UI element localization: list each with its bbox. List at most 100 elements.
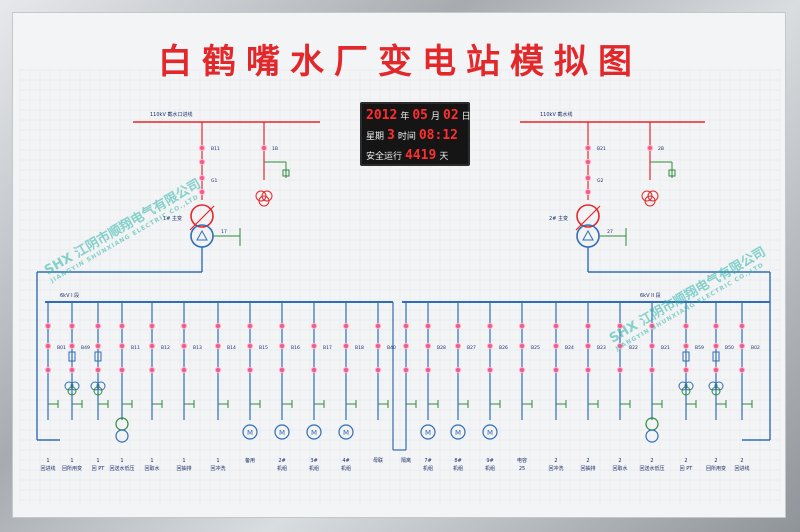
indicator-lamp bbox=[712, 322, 720, 330]
pt-coil-icon bbox=[70, 381, 80, 391]
indicator-lamp bbox=[94, 366, 102, 374]
feeder-id-label: B25 bbox=[531, 345, 540, 351]
left-transformer-label: 1# 主变 bbox=[163, 215, 182, 222]
pt-coil-icon bbox=[714, 381, 724, 391]
feeder-label: 2 bbox=[618, 458, 621, 464]
feeder-id-label: B13 bbox=[193, 345, 202, 351]
motor-symbol: M bbox=[487, 429, 493, 437]
page-title: 白鹤嘴水厂变电站模拟图 bbox=[158, 42, 642, 82]
feeder-id-label: B49 bbox=[81, 345, 90, 351]
indicator-lamp bbox=[486, 342, 494, 350]
feeder-label: 隔离 bbox=[401, 457, 411, 464]
indicator-lamp bbox=[584, 366, 592, 374]
left-tap-changer-arrow bbox=[189, 205, 215, 231]
indicator-lamp bbox=[682, 322, 690, 330]
bus-left-label: 6kV I 段 bbox=[60, 292, 79, 299]
feeder-label: 2 bbox=[586, 458, 589, 464]
indicator-lamp bbox=[552, 366, 560, 374]
right-pt-fuse bbox=[668, 169, 676, 177]
left-transformer-primary-icon bbox=[190, 204, 214, 228]
indicator-lamp bbox=[646, 144, 654, 152]
indicator-lamp bbox=[486, 366, 494, 374]
indicator-lamp bbox=[214, 322, 222, 330]
indicator-lamp bbox=[44, 342, 52, 350]
feeder-id-label: B15 bbox=[259, 345, 268, 351]
indicator-lamp bbox=[616, 366, 624, 374]
indicator-lamp bbox=[44, 322, 52, 330]
indicator-lamp bbox=[518, 342, 526, 350]
left-breaker-bottom-label: G1 bbox=[211, 178, 217, 184]
indicator-lamp bbox=[68, 366, 76, 374]
motor-icon bbox=[482, 424, 498, 440]
indicator-lamp bbox=[584, 342, 592, 350]
motor-symbol: M bbox=[311, 429, 317, 437]
clock-year-unit: 年 bbox=[400, 111, 410, 122]
left-transformer-secondary-icon bbox=[190, 224, 214, 248]
indicator-lamp bbox=[738, 342, 746, 350]
feeder-id-label: B02 bbox=[751, 345, 760, 351]
pt-coil-icon bbox=[93, 386, 103, 396]
indicator-lamp bbox=[712, 366, 720, 374]
pt-coil-icon bbox=[684, 381, 694, 391]
indicator-lamp bbox=[68, 322, 76, 330]
feeder-id-label: B28 bbox=[437, 345, 446, 351]
indicator-lamp bbox=[310, 322, 318, 330]
indicator-lamp bbox=[584, 322, 592, 330]
indicator-lamp bbox=[374, 322, 382, 330]
right-110kv-label: 110kV 截水线 bbox=[540, 111, 572, 118]
motor-icon bbox=[274, 424, 290, 440]
feeder-label: 1 bbox=[46, 458, 49, 464]
indicator-lamp bbox=[424, 342, 432, 350]
clock-safe-label: 安全运行 bbox=[366, 151, 403, 162]
indicator-lamp bbox=[148, 342, 156, 350]
feeder-label: 备用 bbox=[245, 457, 255, 464]
lv-transformer-icon bbox=[115, 429, 129, 443]
feeder-label: 回冲洗 bbox=[548, 465, 563, 472]
pt-coil-icon bbox=[90, 381, 100, 391]
feeder-id-label: B01 bbox=[57, 345, 66, 351]
bus-right-label: 6kV II 段 bbox=[640, 292, 661, 299]
feeder-label: 2 bbox=[684, 458, 687, 464]
feeder-label: 机组 bbox=[485, 465, 495, 472]
feeder-label: 回送水低压 bbox=[639, 465, 664, 472]
feeder-id-label: B40 bbox=[387, 345, 396, 351]
clock-week-value: 3 bbox=[387, 127, 395, 143]
feeder-id-label: B18 bbox=[355, 345, 364, 351]
indicator-lamp bbox=[310, 366, 318, 374]
feeder-id-label: B59 bbox=[695, 345, 704, 351]
indicator-lamp bbox=[180, 342, 188, 350]
feeder-label: 回抽排 bbox=[580, 465, 595, 472]
pt-coil-icon bbox=[96, 381, 106, 391]
feeder-id-label: B21 bbox=[661, 345, 670, 351]
motor-icon bbox=[306, 424, 322, 440]
indicator-lamp bbox=[374, 342, 382, 350]
motor-icon bbox=[420, 424, 436, 440]
feeder-label: 1 bbox=[182, 458, 185, 464]
indicator-lamp bbox=[454, 366, 462, 374]
indicator-lamp bbox=[214, 342, 222, 350]
indicator-lamp bbox=[260, 144, 268, 152]
motor-symbol: M bbox=[425, 429, 431, 437]
indicator-lamp bbox=[342, 322, 350, 330]
indicator-lamp bbox=[198, 188, 206, 196]
feeder-label: 回取水 bbox=[144, 465, 159, 472]
pt-coil-icon bbox=[67, 386, 77, 396]
feeder-id-label: B27 bbox=[467, 345, 476, 351]
indicator-lamp bbox=[454, 342, 462, 350]
indicator-lamp bbox=[648, 322, 656, 330]
motor-icon bbox=[242, 424, 258, 440]
pt-coil-icon bbox=[681, 386, 691, 396]
indicator-lamp bbox=[246, 342, 254, 350]
indicator-lamp bbox=[584, 174, 592, 182]
feeder-label: 1 bbox=[216, 458, 219, 464]
clock-day: 02 bbox=[443, 107, 459, 123]
indicator-lamp bbox=[552, 342, 560, 350]
indicator-lamp bbox=[118, 366, 126, 374]
feeder-label: 机组 bbox=[453, 465, 463, 472]
indicator-lamp bbox=[278, 366, 286, 374]
clock-month-unit: 月 bbox=[430, 111, 440, 122]
feeder-id-label: B16 bbox=[291, 345, 300, 351]
feeder-label: 电容 bbox=[517, 457, 527, 464]
left-pt-coil-icon bbox=[258, 195, 270, 207]
